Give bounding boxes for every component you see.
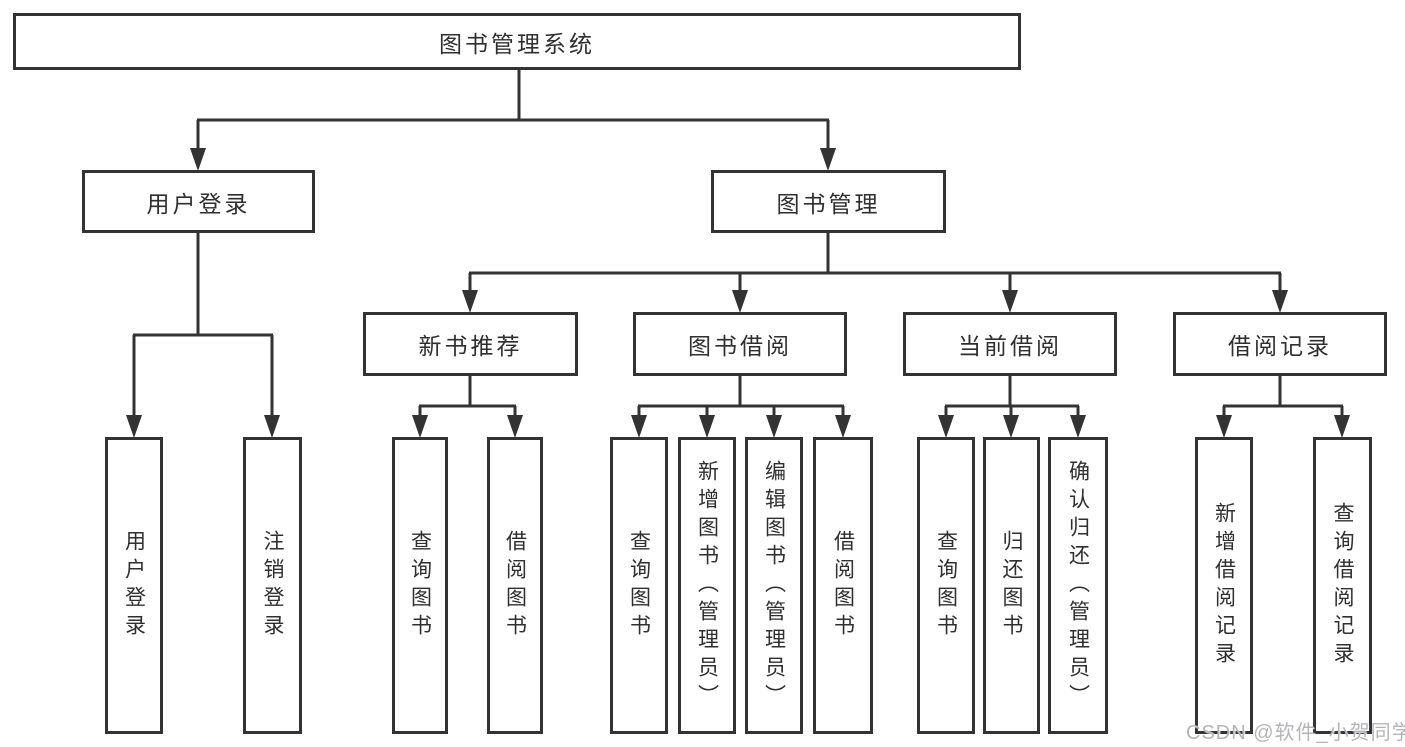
arrowhead xyxy=(631,415,647,438)
node-root-system: 图书管理系统 xyxy=(13,13,1021,70)
arrowhead xyxy=(1334,415,1350,438)
csdn-watermark: CSDN @软件_小贺同学 xyxy=(1186,722,1405,744)
arrowhead xyxy=(462,290,478,313)
leaf-borrow-books-recommend: 借阅图书 xyxy=(487,437,543,734)
leaf-add-borrow-record: 新增借阅记录 xyxy=(1195,437,1253,734)
arrowhead xyxy=(820,148,836,171)
leaf-query-books-borrow: 查询图书 xyxy=(610,437,668,734)
node-label: 用户登录 xyxy=(146,190,251,217)
node-label: 归还图书 xyxy=(1000,529,1023,642)
arrowhead xyxy=(264,415,280,438)
node-book-management: 图书管理 xyxy=(711,170,946,233)
node-label: 新书推荐 xyxy=(418,333,523,359)
arrowhead xyxy=(126,415,142,438)
leaf-query-borrow-record: 查询借阅记录 xyxy=(1313,437,1372,734)
connector-segments xyxy=(132,68,1344,419)
leaf-query-books-recommend: 查询图书 xyxy=(392,437,448,734)
arrowhead xyxy=(190,148,206,171)
arrowhead xyxy=(835,415,851,438)
node-label: 新增图书（管理员） xyxy=(695,459,719,712)
connector-bookmgmt-to-level3 xyxy=(468,233,1282,294)
arrowhead xyxy=(1070,415,1086,438)
leaf-user-login: 用户登录 xyxy=(105,437,163,734)
connector-borrow-to-leaves xyxy=(637,376,845,419)
leaf-borrow-books: 借阅图书 xyxy=(813,437,873,734)
arrowhead xyxy=(1216,415,1232,438)
arrowhead xyxy=(1003,415,1019,438)
arrowheads xyxy=(126,148,1350,438)
node-label: 当前借阅 xyxy=(958,333,1062,359)
arrowhead xyxy=(699,415,715,438)
connector-userlogin-to-leaves xyxy=(132,233,274,419)
arrowhead xyxy=(938,415,954,438)
connector-root-to-level2 xyxy=(196,68,830,152)
node-borrowing-records: 借阅记录 xyxy=(1173,312,1387,376)
arrowhead xyxy=(732,290,748,313)
connector-current-to-leaves xyxy=(944,376,1080,419)
node-label: 注销登录 xyxy=(261,529,284,642)
node-label: 借阅图书 xyxy=(831,529,855,642)
node-label: 新增借阅记录 xyxy=(1212,501,1236,670)
node-label: 查询图书 xyxy=(408,529,432,642)
node-label: 图书借阅 xyxy=(688,333,792,359)
node-label: 查询借阅记录 xyxy=(1331,501,1354,670)
node-label: 借阅图书 xyxy=(503,529,527,642)
node-label: 借阅记录 xyxy=(1228,333,1332,359)
node-label: 编辑图书（管理员） xyxy=(762,459,786,712)
node-label: 图书管理 xyxy=(776,190,881,217)
leaf-edit-books-admin: 编辑图书（管理员） xyxy=(745,437,803,734)
connector-newbook-to-leaves xyxy=(418,376,517,419)
leaf-add-books-admin: 新增图书（管理员） xyxy=(678,437,736,734)
node-label: 查询图书 xyxy=(934,529,958,642)
arrowhead xyxy=(1272,290,1288,313)
node-label: 确认归还（管理员） xyxy=(1066,459,1090,712)
arrowhead xyxy=(507,415,523,438)
node-new-book-recommend: 新书推荐 xyxy=(363,312,578,376)
node-label: 用户登录 xyxy=(122,529,146,642)
node-label: 查询图书 xyxy=(627,529,651,642)
connector-records-to-leaves xyxy=(1222,376,1344,419)
node-user-login: 用户登录 xyxy=(82,170,315,233)
arrowhead xyxy=(1002,290,1018,313)
leaf-query-books-current: 查询图书 xyxy=(917,437,975,734)
node-book-borrowing: 图书借阅 xyxy=(633,312,847,376)
node-current-borrowing: 当前借阅 xyxy=(903,312,1117,376)
leaf-logout: 注销登录 xyxy=(243,437,302,734)
node-label: 图书管理系统 xyxy=(439,30,595,57)
leaf-return-books: 归还图书 xyxy=(983,437,1040,734)
arrowhead xyxy=(412,415,428,438)
leaf-confirm-return-admin: 确认归还（管理员） xyxy=(1048,437,1108,734)
arrowhead xyxy=(766,415,782,438)
